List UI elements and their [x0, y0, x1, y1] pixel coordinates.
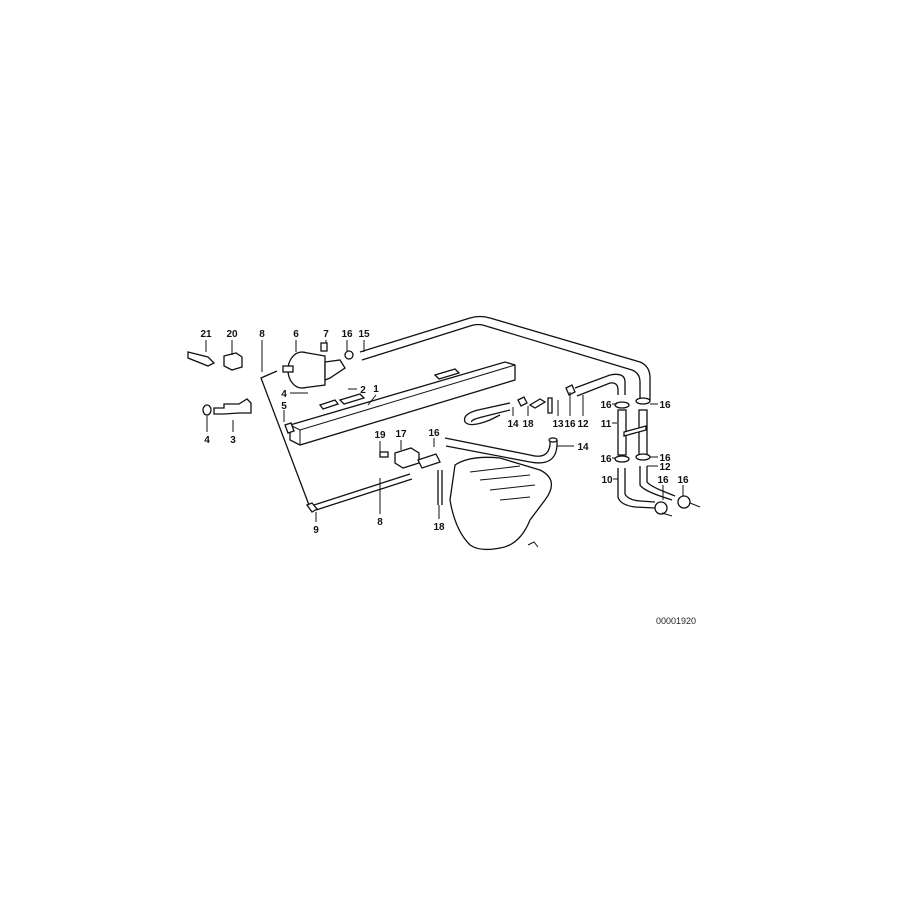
callout-16e: 16 — [659, 400, 671, 411]
callout-19: 19 — [374, 430, 386, 441]
callout-17: 17 — [395, 429, 407, 440]
hose-14-upper — [463, 373, 626, 426]
valve-17 — [379, 447, 441, 469]
pressure-regulator — [282, 342, 354, 389]
callout-16c: 16 — [564, 419, 576, 430]
distributor-11 — [614, 397, 651, 463]
callout-20: 20 — [226, 329, 238, 340]
callout-10: 10 — [601, 475, 613, 486]
callout-13: 13 — [552, 419, 564, 430]
hose-10-12 — [617, 466, 701, 517]
intake-manifold — [449, 456, 552, 551]
callout-16h: 16 — [657, 475, 669, 486]
callout-16i: 16 — [677, 475, 689, 486]
injector — [202, 398, 252, 416]
callout-16f: 16 — [600, 454, 612, 465]
callout-18: 18 — [522, 419, 534, 430]
callout-8b: 8 — [377, 517, 383, 528]
callout-16g: 16 — [659, 453, 671, 464]
callout-14: 14 — [507, 419, 519, 430]
callout-21: 21 — [200, 329, 212, 340]
hose-14 — [444, 437, 558, 464]
callout-7: 7 — [323, 329, 329, 340]
callout-16: 16 — [341, 329, 353, 340]
callout-5: 5 — [281, 401, 287, 412]
callout-6: 6 — [293, 329, 299, 340]
callout-16b: 16 — [428, 428, 440, 439]
callout-2: 2 — [360, 385, 366, 396]
drawing-number: 00001920 — [656, 616, 696, 626]
connector-20 — [223, 352, 243, 371]
callout-1: 1 — [373, 384, 379, 395]
callout-11: 11 — [601, 419, 612, 430]
callout-4b: 4 — [204, 435, 210, 446]
leader-lines — [205, 340, 684, 522]
fuel-rail — [289, 361, 516, 446]
callout-3: 3 — [230, 435, 236, 446]
callout-9: 9 — [313, 525, 319, 536]
callout-4: 4 — [281, 389, 287, 400]
clip-5 — [284, 422, 295, 434]
callout-12b: 12 — [659, 462, 671, 473]
vacuum-hose-8 — [260, 370, 413, 513]
callout-15: 15 — [358, 329, 370, 340]
callout-18b: 18 — [433, 522, 445, 533]
callout-14b: 14 — [577, 442, 589, 453]
callout-16d: 16 — [600, 400, 612, 411]
callout-12: 12 — [577, 419, 589, 430]
hose-15 — [359, 315, 651, 400]
hose-18 — [437, 470, 443, 505]
plug-21 — [187, 351, 216, 367]
callout-8: 8 — [259, 329, 265, 340]
